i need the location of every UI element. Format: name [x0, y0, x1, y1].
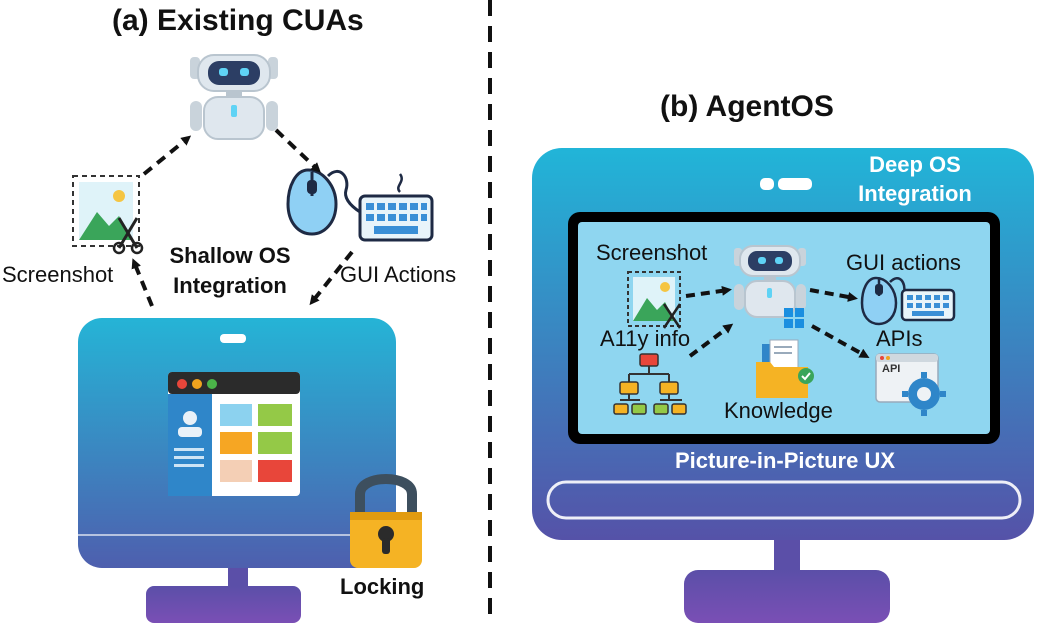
folder-icon [756, 339, 814, 398]
screenshot-label-right: Screenshot [596, 240, 708, 265]
arrow-robot-to-mouse [274, 128, 321, 173]
lock-icon [350, 474, 422, 568]
app-window-left [168, 372, 300, 496]
picture-in-picture-label: Picture-in-Picture UX [674, 448, 896, 473]
deep-integration-label-line2: Integration [858, 181, 972, 206]
monitor-left [78, 318, 396, 623]
gui-actions-label-right: GUI actions [846, 250, 961, 275]
arrow-robot-to-gui [809, 288, 858, 302]
screenshot-icon-right [627, 271, 682, 329]
locking-label: Locking [340, 574, 425, 599]
screenshot-icon-left [72, 175, 144, 255]
arrow-actions-to-monitor [309, 250, 354, 306]
keyboard-icon-right [900, 288, 956, 322]
arrow-screenshot-to-robot [142, 135, 192, 176]
arrow-monitor-to-screenshot [131, 258, 154, 307]
a11y-info-label: A11y info [600, 326, 691, 351]
arrow-a11y-to-robot [688, 323, 734, 358]
api-badge-label: API [882, 363, 901, 375]
keyboard-icon-left [358, 173, 434, 242]
apis-label: APIs [876, 326, 923, 351]
right-panel-title: (b) AgentOS [660, 90, 834, 123]
robot-icon-left [190, 54, 278, 140]
left-panel-title: (a) Existing CUAs [112, 4, 364, 37]
api-icon [875, 353, 946, 416]
mouse-icon-right [860, 276, 906, 326]
tree-icon [613, 353, 687, 415]
knowledge-label: Knowledge [724, 398, 833, 423]
arrow-screenshot-to-robot-right [685, 285, 732, 298]
deep-integration-label-line1: Deep OS [869, 152, 961, 177]
robot-icon-right [734, 245, 806, 328]
screenshot-label-left: Screenshot [2, 262, 114, 287]
shallow-integration-label-line2: Integration [173, 273, 287, 298]
gui-actions-label-left: GUI Actions [340, 262, 457, 287]
arrow-robot-to-api [811, 324, 870, 358]
shallow-integration-label-line1: Shallow OS [169, 243, 291, 268]
mouse-icon-left [286, 168, 361, 236]
